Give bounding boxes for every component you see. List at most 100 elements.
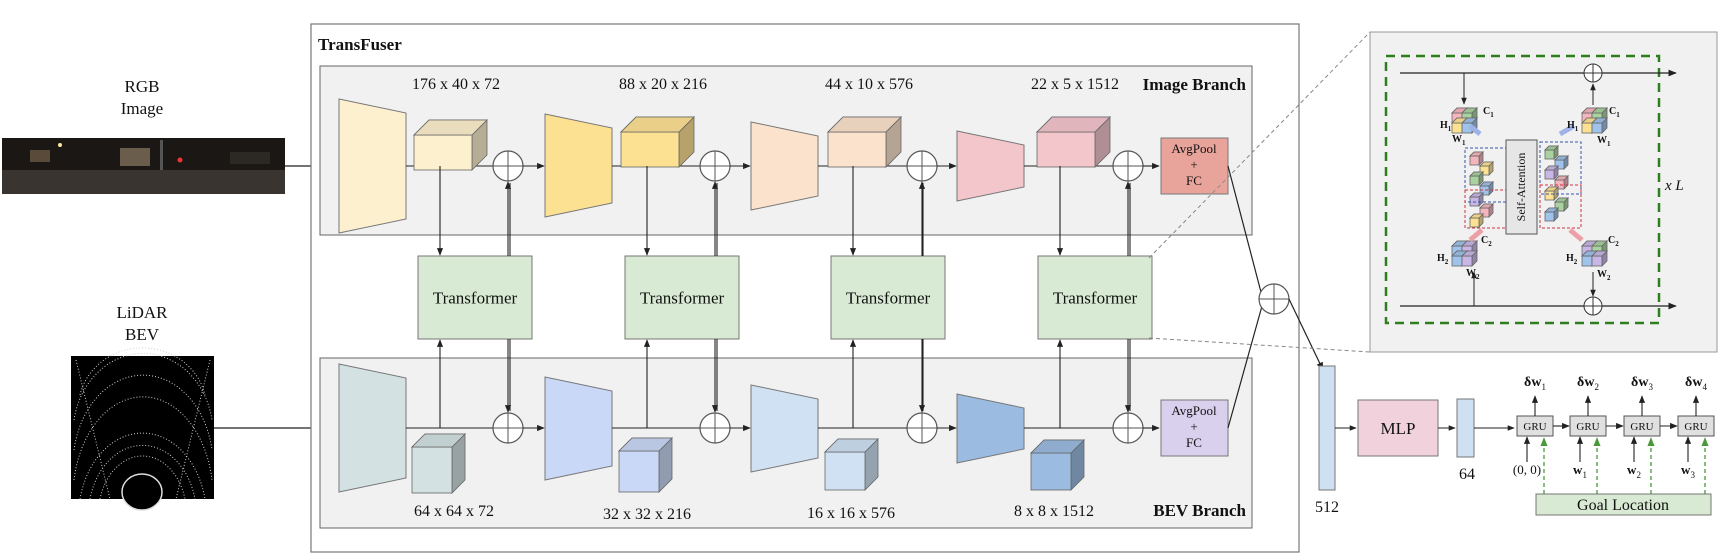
inset-token-left-5: [1469, 192, 1484, 207]
inset-token-left-1: [1469, 151, 1484, 166]
bev-branch-title: BEV Branch: [1153, 501, 1246, 520]
inset-h2-right: H2: [1566, 253, 1578, 266]
transformer-inset: Self-Attention H1 C1 W1 H1 C1 W1 H2 C2 W…: [1369, 31, 1718, 353]
vector-512-label: 512: [1315, 499, 1339, 516]
zoom-line-bottom: [1148, 337, 1371, 353]
bev-encoder-stage-4: [956, 393, 1025, 464]
image-feature-cube-3: [827, 116, 902, 168]
bev-sum-node-2: [699, 412, 731, 444]
inset-w2: W2: [1466, 268, 1480, 281]
inset-token-left-2: [1479, 161, 1494, 176]
image-feature-cube-4: [1036, 116, 1111, 168]
inset-token-right-6: [1554, 197, 1569, 212]
gru-input-1: (0, 0): [1513, 462, 1541, 477]
lidar-label-line2: BEV: [125, 325, 160, 344]
bev-avgpool-fc-box: AvgPool + FC: [1160, 399, 1229, 457]
image-avgpool-line2: +: [1190, 157, 1197, 172]
transformer-block-1: Transformer: [417, 255, 533, 340]
vector-64-label: 64: [1459, 466, 1475, 483]
transformer-row: Transformer Transformer Transformer Transfo…: [417, 166, 1153, 428]
bev-branch-stages: [338, 363, 1160, 494]
inset-token-left-7: [1469, 213, 1484, 228]
image-sum-node-2: [699, 150, 731, 182]
bev-encoder-stage-3: [750, 384, 819, 473]
bev-size-1: 64 x 64 x 72: [414, 503, 494, 520]
goal-location-label: Goal Location: [1577, 497, 1669, 514]
gru-cell-4: GRU: [1677, 415, 1715, 437]
image-size-3: 44 x 10 x 576: [825, 76, 913, 93]
image-sum-node-3: [906, 150, 938, 182]
gru-label-3: GRU: [1630, 421, 1653, 433]
inset-h1: H1: [1440, 120, 1452, 133]
bev-feature-cube-4: [1030, 439, 1085, 491]
transformer-block-4: Transformer: [1037, 255, 1153, 340]
image-sum-node-1: [492, 150, 524, 182]
transformer-label-2: Transformer: [640, 289, 725, 308]
image-branch-title: Image Branch: [1143, 75, 1247, 94]
inset-c1-right: C1: [1609, 106, 1620, 119]
rgb-image-thumbnail: [2, 138, 285, 194]
inset-c2: C2: [1481, 235, 1492, 248]
bev-sum-node-4: [1112, 412, 1144, 444]
transformer-label-3: Transformer: [846, 289, 931, 308]
inset-grid-bottom-right: [1581, 240, 1608, 267]
inset-token-right-3: [1544, 165, 1559, 180]
bev-encoder-stage-2: [544, 376, 613, 481]
transfuser-title: TransFuser: [318, 35, 402, 54]
image-avgpool-line3: FC: [1186, 173, 1202, 188]
gru-input-4: w3: [1681, 462, 1695, 480]
inset-token-left-3: [1469, 171, 1484, 186]
inset-c1: C1: [1483, 106, 1494, 119]
rgb-label-line1: RGB: [125, 77, 160, 96]
gru-cell-3: GRU: [1623, 415, 1661, 437]
inset-w2-right: W2: [1597, 269, 1611, 282]
inset-w1-right: W1: [1597, 135, 1611, 148]
image-avgpool-line1: AvgPool: [1171, 141, 1217, 156]
bev-size-3: 16 x 16 x 576: [807, 505, 895, 522]
image-feature-cube-1: [413, 119, 488, 171]
transformer-block-3: Transformer: [830, 255, 946, 340]
inset-h2: H2: [1437, 253, 1449, 266]
bev-feature-cube-2: [618, 437, 673, 493]
inset-grid-top-left: [1451, 107, 1478, 134]
inset-token-right-5: [1544, 186, 1559, 201]
inset-grid-top-right: [1581, 107, 1608, 134]
image-encoder-stage-3: [750, 121, 819, 211]
rgb-label-line2: Image: [121, 99, 163, 118]
mlp-label: MLP: [1381, 419, 1416, 438]
delta-waypoint-3: δw3: [1631, 375, 1653, 392]
inset-w1: W1: [1452, 134, 1466, 147]
delta-waypoint-2: δw2: [1577, 375, 1599, 392]
self-attention-label: Self-Attention: [1514, 153, 1528, 222]
image-avgpool-fc-box: AvgPool + FC: [1160, 137, 1229, 195]
bev-avgpool-line3: FC: [1186, 435, 1202, 450]
inset-token-right-4: [1554, 175, 1569, 190]
transformer-label-4: Transformer: [1053, 289, 1138, 308]
image-encoder-stage-4: [956, 130, 1025, 202]
vector-64: [1456, 398, 1475, 458]
inset-grid-top-right-cell: [1591, 117, 1608, 134]
inset-grid-bottom-left-cell: [1461, 250, 1478, 267]
inset-token-right-7: [1544, 207, 1559, 222]
inset-token-left-6: [1479, 203, 1494, 218]
fusion-sum-node: [1227, 165, 1324, 429]
inset-grid-bottom-left: [1451, 240, 1478, 267]
bev-size-2: 32 x 32 x 216: [603, 506, 691, 523]
image-encoder-stage-2: [544, 113, 613, 218]
bev-encoder-stage-1: [338, 363, 407, 493]
inset-c2-right: C2: [1608, 235, 1619, 248]
zoom-line-top: [1148, 31, 1371, 259]
bev-avgpool-line2: +: [1190, 419, 1197, 434]
lidar-label-line1: LiDAR: [117, 303, 169, 322]
bev-feature-cube-3: [824, 438, 879, 491]
gru-input-2: w1: [1573, 462, 1587, 480]
image-size-2: 88 x 20 x 216: [619, 76, 707, 93]
transformer-block-2: Transformer: [624, 255, 740, 340]
gru-label-2: GRU: [1576, 421, 1599, 433]
gru-cell-1: GRU: [1516, 415, 1554, 437]
inset-token-right-2: [1554, 155, 1569, 170]
bev-sum-node-3: [906, 412, 938, 444]
